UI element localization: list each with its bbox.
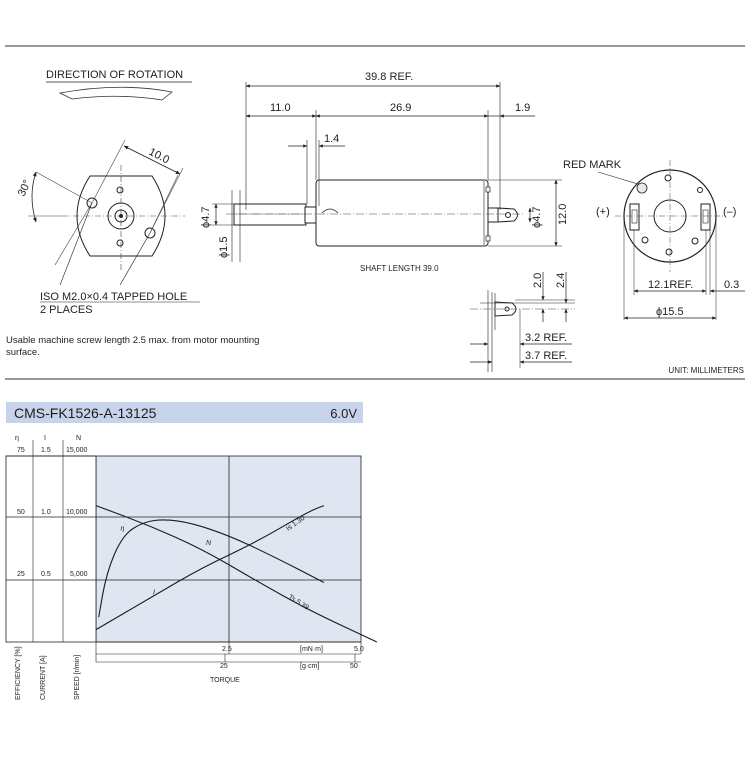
cur-symbol: I — [44, 435, 46, 442]
dim-37: 3.7 REF. — [525, 350, 567, 362]
series-line-efficiency — [98, 519, 325, 618]
model-name: CMS-FK1526-A-13125 — [14, 405, 157, 421]
model-voltage: 6.0V — [330, 406, 357, 421]
torque-unit-gcm: [g·cm] — [300, 663, 320, 670]
dim-rear: 1.9 — [515, 102, 530, 114]
spd-tick-15000: 15,000 — [66, 447, 88, 454]
terminal-detail — [470, 272, 575, 372]
dim-phi47-right: ϕ4.7 — [531, 207, 543, 228]
eff-axis-label: EFFICIENCY [%] — [15, 646, 22, 700]
eff-tick-25: 25 — [17, 571, 25, 578]
dim-phi47-left: ϕ4.7 — [200, 207, 212, 228]
series-label-speed: N — [206, 540, 212, 547]
dim-overall: 39.8 REF. — [365, 71, 413, 83]
red-mark-label: RED MARK — [563, 159, 622, 171]
spd-symbol: N — [76, 435, 81, 442]
chart-plot-area — [95, 455, 362, 643]
terminal-plus-label: (+) — [596, 206, 610, 218]
cur-tick-15: 1.5 — [41, 447, 51, 454]
dim-121: 12.1REF. — [648, 279, 693, 291]
shaft-length-label: SHAFT LENGTH 39.0 — [360, 264, 439, 273]
cur-axis-label: CURRENT [A] — [40, 655, 47, 700]
dim-155: ϕ15.5 — [656, 306, 684, 318]
screw-note: Usable machine screw length 2.5 max. fro… — [6, 335, 260, 358]
spd-tick-5000: 5,000 — [70, 571, 88, 578]
dim-body: 26.9 — [390, 102, 411, 114]
chart-axes — [5, 440, 362, 663]
model-header: CMS-FK1526-A-13125 6.0V — [6, 402, 363, 423]
series-label-efficiency: η — [121, 525, 125, 532]
torque-tick-gcm-25: 25 — [220, 663, 228, 670]
eff-symbol: η — [15, 435, 19, 442]
chart-left-gutter — [5, 455, 97, 643]
torque-tick-gcm-50: 50 — [350, 663, 358, 670]
series-label-current: I — [153, 590, 155, 597]
dim-20: 2.0 — [532, 273, 544, 288]
series-line-current — [95, 505, 325, 631]
dim-shaft-out: 11.0 — [270, 102, 291, 114]
dim-32: 3.2 REF. — [525, 332, 567, 344]
rotation-arrow-icon — [58, 86, 173, 101]
dim-12: 12.0 — [557, 204, 569, 225]
series-line-speed — [95, 505, 378, 643]
eff-tick-75: 75 — [17, 447, 25, 454]
cur-tick-10: 1.0 — [41, 509, 51, 516]
tapped-hole-label: ISO M2.0×0.4 TAPPED HOLE — [40, 291, 187, 303]
dim-24: 2.4 — [555, 273, 567, 288]
side-view — [212, 82, 562, 262]
torque-label: TORQUE — [210, 677, 240, 684]
torque-tick-mn-25: 2.5 — [222, 646, 232, 653]
unit-label: UNIT: MILLIMETERS — [668, 366, 744, 375]
torque-unit-mn: [mN·m] — [300, 646, 323, 653]
spd-tick-10000: 10,000 — [66, 509, 88, 516]
dim-angle: 30° — [16, 178, 34, 198]
dim-step: 1.4 — [324, 133, 339, 145]
terminal-minus-label: (–) — [723, 206, 736, 218]
rear-view — [597, 160, 745, 320]
spd-axis-label: SPEED [r/min] — [74, 655, 81, 700]
dim-phi15: ϕ1.5 — [218, 237, 230, 258]
cur-tick-05: 0.5 — [41, 571, 51, 578]
torque-tick-mn-50: 5.0 — [354, 646, 364, 653]
dim-03: 0.3 — [724, 279, 739, 291]
chart-labels: N Iη — [121, 525, 213, 596]
chart-series — [95, 505, 378, 643]
front-view — [28, 139, 185, 286]
rotation-title: DIRECTION OF ROTATION — [46, 69, 183, 81]
tapped-hole-count: 2 PLACES — [40, 304, 93, 316]
eff-tick-50: 50 — [17, 509, 25, 516]
